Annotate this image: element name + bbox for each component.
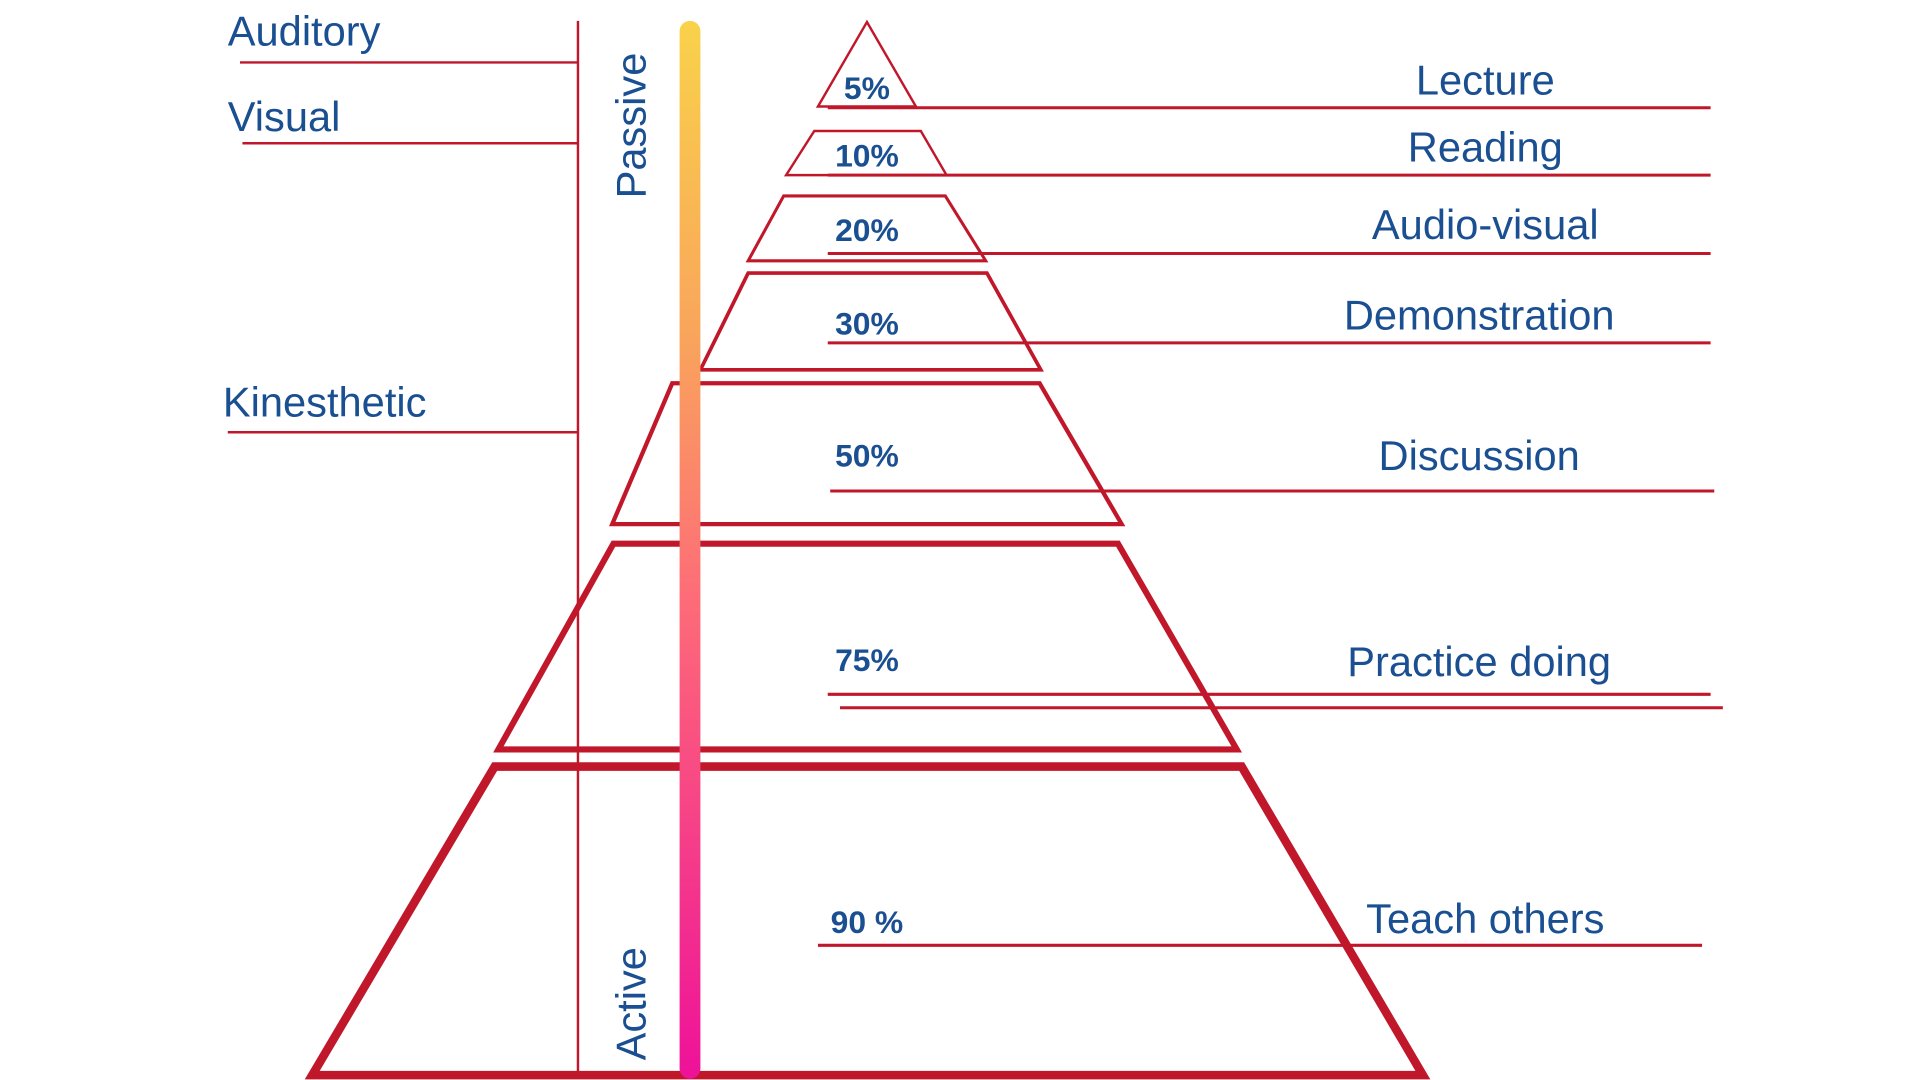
level-3-shape — [745, 194, 989, 263]
retention-5: 50% — [835, 438, 899, 474]
level-5-shape — [609, 381, 1126, 527]
level-7-shape — [304, 762, 1431, 1080]
retention-3: 20% — [835, 212, 899, 248]
style-visual: Visual — [228, 93, 341, 140]
method-5: Discussion — [1379, 432, 1580, 479]
active-label: Active — [607, 947, 654, 1060]
method-7: Teach others — [1366, 895, 1604, 942]
retention-1: 5% — [844, 70, 890, 106]
style-auditory: Auditory — [228, 7, 381, 54]
style-kinesthetic: Kinesthetic — [223, 378, 427, 425]
method-6: Practice doing — [1347, 638, 1611, 685]
passive-label: Passive — [607, 53, 654, 199]
level-4-shape — [697, 271, 1044, 372]
retention-4: 30% — [835, 305, 899, 341]
pyramid — [304, 19, 1431, 1080]
retention-6: 75% — [835, 642, 899, 678]
method-2: Reading — [1408, 124, 1563, 171]
method-3: Audio-visual — [1372, 201, 1599, 248]
method-4: Demonstration — [1344, 291, 1615, 338]
passive-active-gradient-bar — [679, 20, 701, 1079]
method-1: Lecture — [1416, 56, 1555, 103]
level-6-shape — [493, 540, 1243, 753]
retention-7: 90 % — [831, 904, 904, 940]
retention-2: 10% — [835, 138, 899, 174]
